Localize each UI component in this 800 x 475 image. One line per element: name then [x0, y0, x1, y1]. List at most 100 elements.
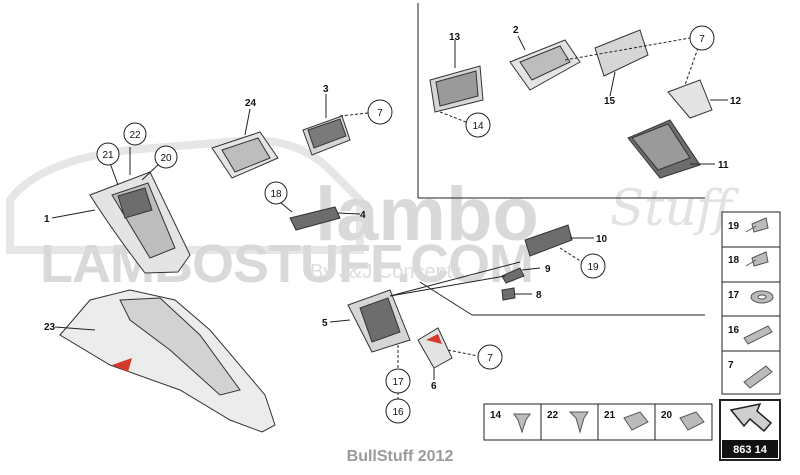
legend-side: 19 18 17 16 7 — [721, 211, 781, 395]
leader-7b — [564, 37, 691, 61]
callout-19b-label: 19 — [587, 262, 599, 273]
leader-7c — [447, 349, 479, 357]
leader-5-to-8 — [419, 281, 473, 316]
legend-side-17: 17 — [728, 290, 740, 301]
callout-20: 20 — [154, 145, 178, 169]
clip-icon-21 — [623, 411, 649, 431]
footer-credit: BullStuff 2012 — [346, 448, 454, 465]
reference-box-label-bg — [722, 440, 778, 458]
part-console-panel-5-switches — [359, 297, 401, 343]
callout-11: 11 — [718, 160, 729, 171]
leader-4 — [337, 212, 361, 215]
part-switch-10 — [524, 224, 573, 257]
leader-21 — [109, 162, 119, 186]
parts — [59, 29, 713, 433]
callout-18-label: 18 — [270, 189, 282, 200]
callout-5: 5 — [322, 318, 328, 329]
callout-22-label: 22 — [129, 130, 141, 141]
part-cover-6 — [417, 327, 453, 369]
callout-23: 23 — [44, 322, 56, 333]
part-cover-6-accent — [426, 334, 442, 344]
part-lower-trim-grille — [119, 297, 241, 396]
part-display-13-screen — [435, 70, 479, 107]
part-lower-trim — [59, 289, 276, 433]
leader-1 — [51, 209, 96, 219]
callout-3: 3 — [323, 84, 329, 95]
legend-side-7: 7 — [728, 360, 734, 371]
callout-7c: 7 — [477, 344, 503, 370]
callout-21-label: 21 — [102, 150, 114, 161]
callout-13: 13 — [449, 32, 461, 43]
callout-18: 18 — [264, 181, 288, 205]
callout-4: 4 — [360, 210, 366, 221]
screw-icon-19 — [745, 217, 769, 233]
leader-24 — [244, 108, 251, 136]
callout-1: 1 — [44, 214, 50, 225]
callout-15: 15 — [604, 96, 616, 107]
callout-10: 10 — [596, 234, 608, 245]
watermark-brand: lambo — [315, 172, 539, 257]
callout-9: 9 — [545, 264, 551, 275]
legend-bottom-14: 14 — [490, 410, 502, 421]
legend-side-18: 18 — [728, 255, 740, 266]
callout-2: 2 — [513, 25, 519, 36]
callout-7c-label: 7 — [487, 353, 493, 364]
leader-23 — [54, 326, 96, 331]
part-cover-12 — [667, 79, 713, 119]
legend-bottom-20: 20 — [661, 410, 673, 421]
callout-8: 8 — [536, 290, 542, 301]
callout-7b: 7 — [689, 25, 715, 51]
callout-20-label: 20 — [160, 153, 172, 164]
legend-bottom: 14 22 21 20 — [483, 403, 713, 441]
callouts: 1 22 21 20 23 24 3 7 18 4 13 14 2 — [44, 25, 742, 424]
callout-17: 17 — [385, 368, 411, 394]
part-display-2-inner — [519, 45, 571, 81]
bolt-icon-16 — [743, 325, 773, 345]
bolt-icon-7 — [743, 365, 773, 389]
leader-5-to-9 — [389, 275, 506, 297]
watermark-credit: By J&J Concepts — [310, 261, 462, 283]
part-display-15 — [594, 29, 649, 77]
callout-7b-label: 7 — [699, 34, 705, 45]
callout-16: 16 — [385, 398, 411, 424]
leader-2 — [517, 35, 526, 51]
callout-6: 6 — [431, 381, 437, 392]
watermark: lambo Stuff LAMBOSTUFF.COM By J&J Concep… — [6, 135, 740, 294]
part-knob-8 — [501, 287, 516, 301]
legend-side-16: 16 — [728, 325, 740, 336]
clip-icon-22 — [568, 411, 589, 434]
leader-20 — [141, 162, 161, 181]
callout-21: 21 — [96, 142, 120, 166]
callout-17-label: 17 — [392, 377, 404, 388]
leader-9 — [521, 267, 541, 271]
leader-15 — [609, 71, 616, 97]
part-console-switches — [117, 187, 153, 219]
part-switch-panel-11-top — [631, 123, 691, 171]
part-bezel-3-screen — [307, 118, 347, 149]
part-lower-trim-logo — [112, 358, 132, 372]
callout-14a-label: 14 — [472, 121, 484, 132]
watermark-site: LAMBOSTUFF.COM — [40, 234, 533, 294]
washer-icon-17-hole — [757, 294, 767, 300]
part-switch-strip — [289, 206, 341, 231]
direction-arrow-icon — [729, 402, 773, 433]
watermark-script: Stuff — [610, 179, 740, 237]
frame-lines — [417, 3, 705, 199]
callout-16-label: 16 — [392, 407, 404, 418]
legend-bottom-22: 22 — [547, 410, 559, 421]
leader-19b — [559, 247, 583, 263]
part-bezel-24-inner — [221, 137, 271, 173]
callout-19b: 19 — [580, 253, 606, 279]
leader-14a — [439, 111, 467, 123]
callout-22: 22 — [123, 122, 147, 146]
clip-icon-20 — [679, 411, 705, 431]
leader-5 — [329, 319, 351, 323]
part-switch-9 — [501, 267, 525, 284]
legend-side-19: 19 — [728, 221, 740, 232]
reference-box: 863 14 — [719, 399, 781, 461]
callout-24: 24 — [245, 98, 257, 109]
callout-7a-label: 7 — [377, 108, 383, 119]
reference-box-label: 863 14 — [733, 444, 768, 456]
leader-7a — [339, 112, 369, 117]
